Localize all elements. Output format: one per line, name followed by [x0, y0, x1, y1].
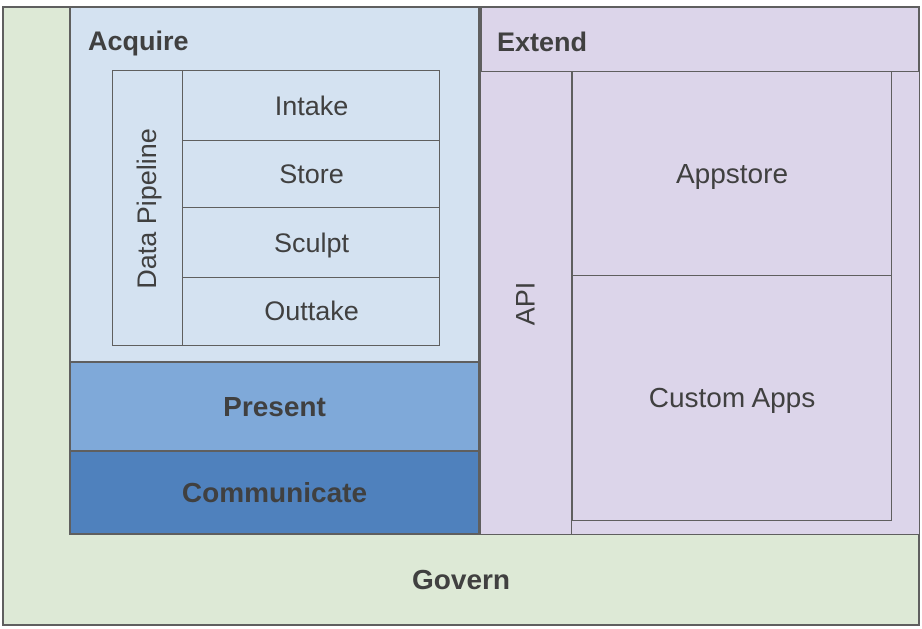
- present-label: Present: [223, 390, 326, 422]
- api-divider: [571, 71, 572, 535]
- data-pipeline-box: [112, 70, 440, 346]
- pipeline-step-separator: [183, 277, 440, 278]
- pipeline-divider: [182, 70, 183, 346]
- communicate-region: [69, 450, 480, 535]
- pipeline-step-separator: [183, 207, 440, 208]
- govern-label: Govern: [411, 564, 511, 595]
- acquire-title: Acquire: [88, 26, 189, 56]
- pipeline-step-intake: Intake: [274, 90, 349, 121]
- pipeline-step-sculpt: Sculpt: [273, 227, 350, 258]
- appstore-label: Appstore: [675, 157, 789, 189]
- pipeline-step-outtake: Outtake: [264, 296, 359, 326]
- data-pipeline-label-wrap: Data Pipeline: [112, 70, 183, 346]
- communicate-label: Communicate: [181, 476, 368, 508]
- pipeline-step-store: Store: [279, 159, 344, 189]
- api-label: API: [510, 281, 541, 325]
- api-label-wrap: API: [481, 72, 571, 534]
- pipeline-step-separator: [183, 140, 440, 141]
- apps-separator: [572, 275, 892, 276]
- apps-box: [572, 71, 892, 521]
- extend-title: Extend: [497, 27, 588, 57]
- data-pipeline-label: Data Pipeline: [132, 127, 163, 289]
- custom-apps-label: Custom Apps: [648, 382, 816, 413]
